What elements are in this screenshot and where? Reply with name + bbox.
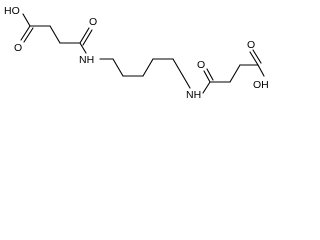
bond-right-carboxyl-co-1 <box>249 51 259 66</box>
bond-chain-3 <box>142 58 154 77</box>
label-right-amide-o: O <box>197 59 205 71</box>
label-left-amide-o: O <box>89 16 97 28</box>
bond-right-c2-c3 <box>229 64 241 83</box>
label-right-carboxyl-o: O <box>247 39 255 51</box>
bond-c2-c3 <box>49 25 61 44</box>
right-acid-group <box>202 49 265 94</box>
molecule-drawing: HO O O NH NH O O OH <box>4 5 269 101</box>
label-left-nh: NH <box>79 54 94 66</box>
label-right-oh: OH <box>253 79 269 91</box>
bond-amide-co-1 <box>79 27 90 44</box>
label-right-nh: NH <box>186 89 201 101</box>
bond-amide-cn <box>79 42 87 54</box>
bond-right-amide-co-1 <box>203 70 211 83</box>
bond-right-amide-co-2 <box>206 68 214 81</box>
label-left-ho: HO <box>4 5 20 17</box>
bond-right-c-oh <box>257 64 265 77</box>
label-left-carboxyl-o: O <box>14 42 22 54</box>
bond-chain-1 <box>112 58 124 77</box>
bond-carboxyl-co-2 <box>23 27 34 43</box>
bond-ho-c <box>22 13 31 27</box>
hexyl-chain <box>99 58 191 89</box>
bond-ch2-n-2 <box>182 75 191 89</box>
bond-carboxyl-co-1 <box>20 25 31 41</box>
structure-diagram: HO O O NH NH O O OH <box>0 0 275 116</box>
bond-chain-5 <box>172 58 184 77</box>
bond-n-amide-c <box>202 81 211 94</box>
bond-amide-co-2 <box>82 29 93 46</box>
bond-right-carboxyl-co-2 <box>252 49 262 64</box>
left-acid-group <box>20 13 93 54</box>
